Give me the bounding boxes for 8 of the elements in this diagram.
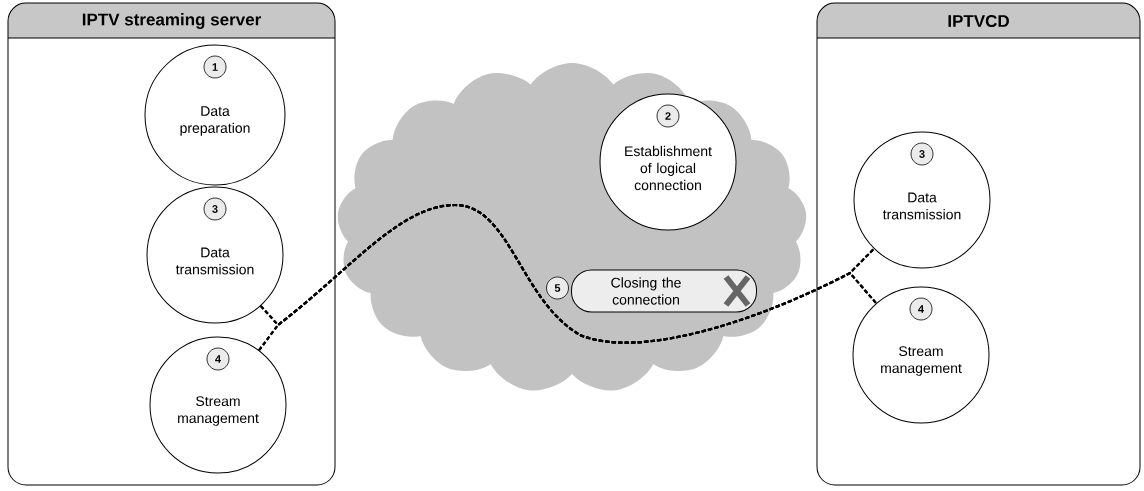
- step-number: 5: [546, 276, 569, 300]
- step-number: 4: [206, 347, 230, 371]
- step-number: 3: [910, 142, 934, 166]
- closing-pill: Closing the connection: [571, 269, 757, 313]
- step-number: 3: [203, 197, 227, 221]
- step-number: 2: [656, 104, 680, 128]
- step-number: 1: [203, 55, 227, 79]
- step-number: 4: [909, 297, 933, 321]
